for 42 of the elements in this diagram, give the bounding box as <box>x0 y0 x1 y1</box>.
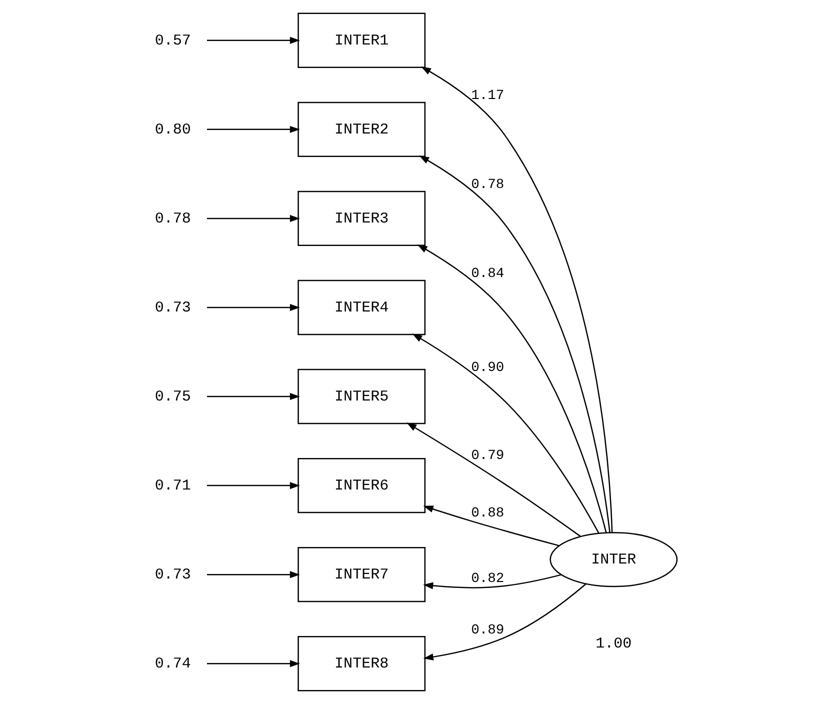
arrow <box>207 304 300 311</box>
node-box: INTER2 <box>298 102 426 157</box>
arrow <box>207 660 300 668</box>
node-text: 0.80 <box>154 120 191 138</box>
arrow <box>420 66 613 533</box>
node-text: 0.57 <box>154 31 191 50</box>
arrow <box>207 571 300 578</box>
edge-label: 0.79 <box>471 448 504 464</box>
edge-label: 1.17 <box>471 89 504 104</box>
arrow <box>412 334 600 534</box>
arrow <box>419 155 610 533</box>
node-label: 1.00 <box>596 634 632 652</box>
arrow <box>207 482 300 490</box>
node-box: INTER1 <box>298 12 426 68</box>
edge-label: 0.89 <box>471 623 504 638</box>
node-box: INTER8 <box>298 636 426 692</box>
arrow <box>207 214 300 222</box>
edge-label: 0.88 <box>471 506 504 522</box>
node-box: INTER4 <box>298 280 426 336</box>
arrow <box>207 126 300 133</box>
node-text: 0.73 <box>154 565 191 584</box>
arrow <box>423 574 562 590</box>
arrow <box>417 244 607 533</box>
node-text: 0.71 <box>154 476 191 494</box>
node-ellipse: INTER <box>550 532 678 588</box>
node-box: INTER5 <box>298 368 426 424</box>
node-box: INTER7 <box>298 547 426 602</box>
node-text: 0.73 <box>154 298 191 316</box>
arrow <box>423 506 560 546</box>
node-text: 0.74 <box>154 654 191 673</box>
node-box: INTER3 <box>298 190 426 246</box>
edge-label: 0.84 <box>471 267 504 282</box>
edge-label: 0.90 <box>471 361 504 376</box>
arrow <box>423 584 586 660</box>
edge-label: 0.78 <box>471 178 504 194</box>
arrow <box>207 393 300 400</box>
node-box: INTER6 <box>298 458 426 514</box>
node-text: 0.75 <box>154 387 191 406</box>
edge-label: 0.82 <box>471 572 504 587</box>
arrow <box>406 422 581 537</box>
arrow <box>207 36 300 44</box>
node-text: 0.78 <box>154 209 191 228</box>
